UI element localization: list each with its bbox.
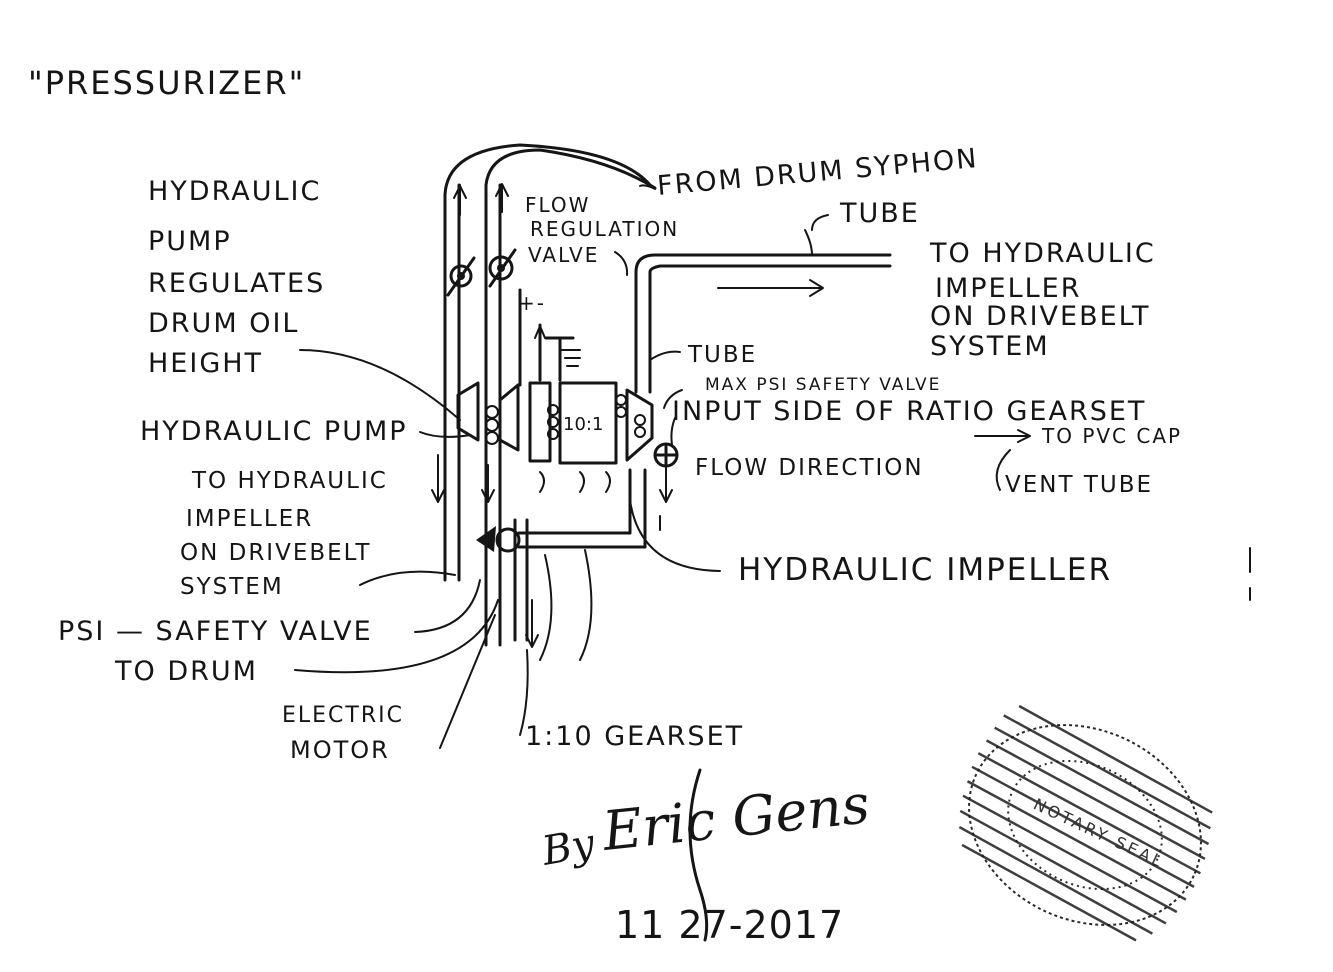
label-line: FLOW (525, 193, 590, 217)
valve-left (446, 256, 476, 297)
label-line: SYSTEM (930, 331, 1050, 362)
label-flow-regulation-valve: FLOW REGULATION VALVE (525, 193, 679, 267)
label-line: REGULATES (148, 268, 325, 299)
label-vent-tube: VENT TUBE (1005, 472, 1153, 498)
label-line: IMPELLER (186, 506, 313, 532)
label-line: VALVE (528, 243, 599, 267)
label-to-impeller-left: TO HYDRAULIC IMPELLER ON DRIVEBELT SYSTE… (180, 468, 388, 600)
label-line: SYSTEM (180, 574, 284, 600)
signature-flourish (688, 768, 709, 942)
label-from-drum-syphon: FROM DRUM SYPHON (656, 143, 980, 202)
label-to-drum: TO DRUM (114, 656, 258, 687)
label-max-psi-safety-valve: MAX PSI SAFETY VALVE (705, 375, 941, 395)
label-gearset-1-10: 1:10 GEARSET (525, 721, 744, 752)
margin-marks (659, 515, 1251, 601)
pump-assembly: 10:1 +- (456, 288, 654, 465)
notary-stamp: NOTARY SEAL (958, 704, 1213, 942)
label-line: ON DRIVEBELT (180, 540, 371, 566)
signature-date: 11 27-2017 (615, 903, 844, 947)
label-line: IMPELLER (935, 273, 1082, 304)
label-flow-direction: FLOW DIRECTION (695, 455, 924, 481)
bottom-manifold (476, 468, 647, 553)
ratio-gearbox (558, 381, 618, 465)
label-tube-top: TUBE (839, 198, 920, 229)
label-line: HEIGHT (148, 348, 263, 379)
polarity-label: +- (518, 291, 546, 315)
label-to-impeller-right: TO HYDRAULIC IMPELLER ON DRIVEBELT SYSTE… (929, 238, 1156, 362)
signature-name: Eric Gens (599, 772, 873, 863)
label-psi-safety-valve: PSI — SAFETY VALVE (58, 616, 373, 647)
flow-regulation-valve-symbol (488, 248, 517, 288)
diagram-title: "PRESSURIZER" (28, 64, 305, 102)
label-hydraulic-pump: HYDRAULIC PUMP (140, 416, 408, 447)
label-hydraulic-impeller: HYDRAULIC IMPELLER (738, 552, 1112, 588)
flow-arrows-left (431, 183, 539, 648)
label-line: MOTOR (290, 736, 390, 764)
label-to-pvc-cap: TO PVC CAP (1041, 424, 1182, 448)
label-line: REGULATION (530, 217, 679, 241)
ratio-label: 10:1 (563, 414, 603, 435)
label-line: DRUM OIL (148, 308, 299, 339)
label-line: TO HYDRAULIC (929, 238, 1156, 269)
psi-safety-valve-symbol (495, 527, 521, 553)
label-line: ELECTRIC (282, 703, 404, 728)
output-tube (634, 253, 892, 394)
label-input-side: INPUT SIDE OF RATIO GEARSET (672, 396, 1146, 427)
max-psi-valve-symbol (653, 442, 679, 503)
label-tube-mid: TUBE (687, 342, 757, 368)
label-pump-regulates: HYDRAULIC PUMP REGULATES DRUM OIL HEIGHT (148, 176, 325, 379)
label-electric-motor: ELECTRIC MOTOR (282, 703, 404, 764)
label-line: HYDRAULIC (148, 176, 321, 207)
signature: By Eric Gens 11 27-2017 (538, 768, 873, 947)
label-line: TO HYDRAULIC (191, 468, 388, 494)
leader-lines (294, 184, 1031, 749)
signature-by: By (538, 820, 600, 875)
label-line: PUMP (148, 226, 232, 257)
label-line: ON DRIVEBELT (930, 301, 1150, 332)
